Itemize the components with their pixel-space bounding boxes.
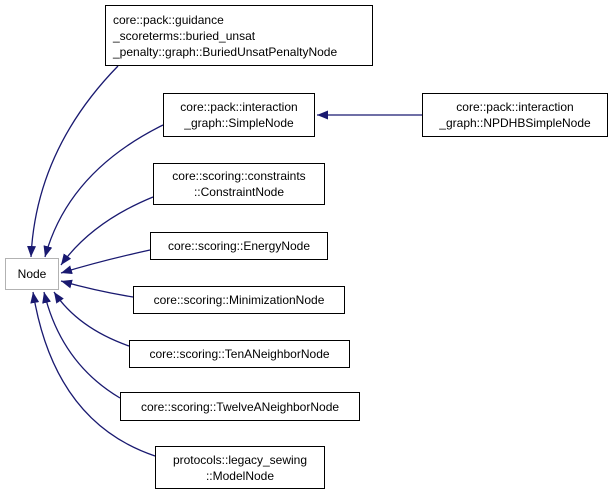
edge-energynode-to-node bbox=[60, 249, 151, 275]
graph-node-label: Node bbox=[17, 267, 47, 281]
edge-tenaneighbornode-to-node bbox=[53, 291, 130, 347]
graph-node-base-node: Node bbox=[5, 258, 59, 290]
graph-node-label-line: _penalty::graph::BuriedUnsatPenaltyNode bbox=[113, 44, 338, 59]
edge-twelveaneighbornode-to-node bbox=[42, 291, 121, 399]
graph-node-twelveaneighbornode[interactable]: core::scoring::TwelveANeighborNode bbox=[120, 392, 360, 421]
edge-minimizationnode-to-node bbox=[60, 279, 134, 298]
graph-node-tenaneighbornode[interactable]: core::scoring::TenANeighborNode bbox=[129, 340, 350, 368]
edge-constraintnode-to-node bbox=[60, 196, 154, 266]
edge-modelnode-to-node bbox=[30, 291, 156, 457]
graph-node-energynode[interactable]: core::scoring::EnergyNode bbox=[150, 232, 328, 260]
graph-node-buriedunsatpenaltynode[interactable]: core::pack::guidance _scoreterms::buried… bbox=[105, 5, 373, 66]
graph-node-label-line: _scoreterms::buried_unsat bbox=[113, 28, 256, 43]
edge-buriedunsatpenaltynode-to-node bbox=[27, 65, 119, 258]
graph-node-constraintnode[interactable]: core::scoring::constraints ::ConstraintN… bbox=[153, 163, 325, 205]
graph-node-label-line: core::scoring::MinimizationNode bbox=[153, 293, 325, 307]
graph-node-label-line: core::pack::guidance bbox=[113, 12, 224, 27]
graph-node-modelnode[interactable]: protocols::legacy_sewing ::ModelNode bbox=[155, 446, 325, 489]
graph-node-label-line: core::scoring::constraints bbox=[172, 169, 306, 183]
graph-node-label-line: _graph::NPDHBSimpleNode bbox=[439, 116, 591, 130]
graph-node-label-line: protocols::legacy_sewing bbox=[172, 452, 308, 467]
graph-node-label-line: core::scoring::EnergyNode bbox=[167, 239, 311, 253]
graph-node-label-line: ::ModelNode bbox=[205, 468, 275, 483]
graph-node-npdhbsimplenode[interactable]: core::pack::interaction _graph::NPDHBSim… bbox=[422, 93, 608, 137]
graph-node-label-line: ::ConstraintNode bbox=[193, 185, 285, 199]
graph-node-label-line: core::pack::interaction bbox=[456, 100, 574, 114]
graph-node-label-line: core::scoring::TenANeighborNode bbox=[149, 347, 330, 361]
graph-node-simplenode[interactable]: core::pack::interaction _graph::SimpleNo… bbox=[163, 93, 315, 137]
graph-node-label-line: core::scoring::TwelveANeighborNode bbox=[140, 399, 340, 414]
graph-node-label-line: _graph::SimpleNode bbox=[184, 116, 294, 130]
graph-node-label-line: core::pack::interaction bbox=[180, 100, 298, 114]
edge-simplenode-to-node bbox=[43, 124, 164, 258]
graph-node-minimizationnode[interactable]: core::scoring::MinimizationNode bbox=[133, 286, 345, 314]
